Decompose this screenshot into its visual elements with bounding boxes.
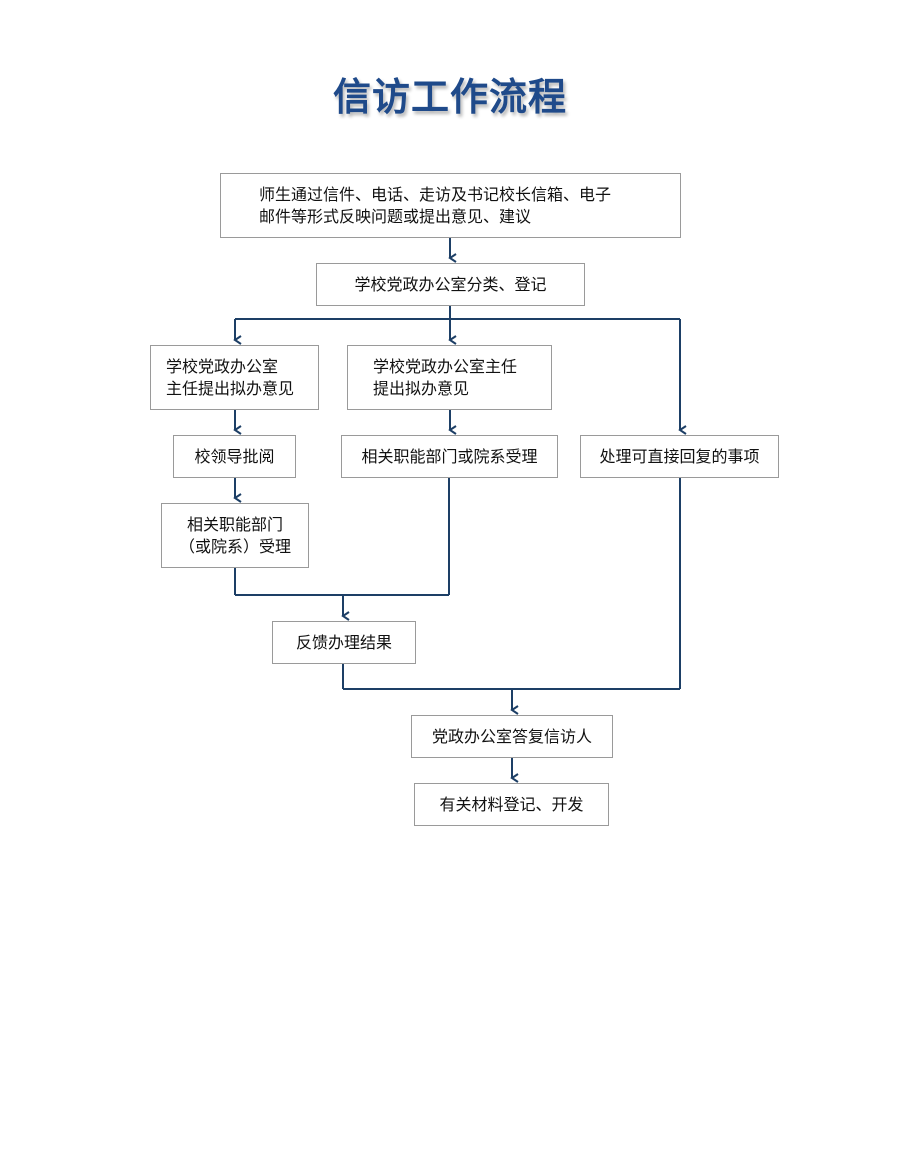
step-archive: 有关材料登记、开发	[414, 783, 609, 826]
step-direct-reply-line-1: 处理可直接回复的事项	[599, 446, 760, 466]
step-submit: 师生通过信件、电话、走访及书记校长信箱、电子 邮件等形式反映问题或提出意见、建议	[220, 173, 681, 238]
step-director-mid-line-1: 学校党政办公室主任	[373, 356, 518, 376]
page-title: 信访工作流程	[332, 75, 567, 119]
step-director-mid-line-2: 提出拟办意见	[373, 378, 470, 398]
step-direct-reply: 处理可直接回复的事项	[580, 435, 779, 478]
step-feedback: 反馈办理结果	[272, 621, 416, 664]
step-classify-line-1: 学校党政办公室分类、登记	[354, 274, 547, 294]
step-leader-review: 校领导批阅	[173, 435, 296, 478]
step-director-left-line-1: 学校党政办公室	[166, 356, 279, 376]
step-archive-line-1: 有关材料登记、开发	[439, 794, 584, 814]
step-feedback-line-1: 反馈办理结果	[295, 632, 392, 652]
step-director-left: 学校党政办公室 主任提出拟办意见	[150, 345, 319, 410]
step-submit-line-2: 邮件等形式反映问题或提出意见、建议	[259, 206, 532, 226]
step-dept-mid-line-1: 相关职能部门或院系受理	[361, 446, 538, 466]
step-dept-left-line-2: （或院系）受理	[178, 536, 291, 556]
step-office-reply-line-1: 党政办公室答复信访人	[431, 726, 592, 746]
step-leader-review-line-1: 校领导批阅	[194, 446, 275, 466]
step-office-reply: 党政办公室答复信访人	[411, 715, 613, 758]
step-director-mid: 学校党政办公室主任 提出拟办意见	[347, 345, 552, 410]
step-dept-left-line-1: 相关职能部门	[186, 514, 283, 534]
step-director-left-line-2: 主任提出拟办意见	[166, 378, 295, 398]
step-dept-left: 相关职能部门 （或院系）受理	[161, 503, 309, 568]
step-dept-mid: 相关职能部门或院系受理	[341, 435, 558, 478]
step-submit-line-1: 师生通过信件、电话、走访及书记校长信箱、电子	[259, 184, 612, 204]
step-classify: 学校党政办公室分类、登记	[316, 263, 585, 306]
